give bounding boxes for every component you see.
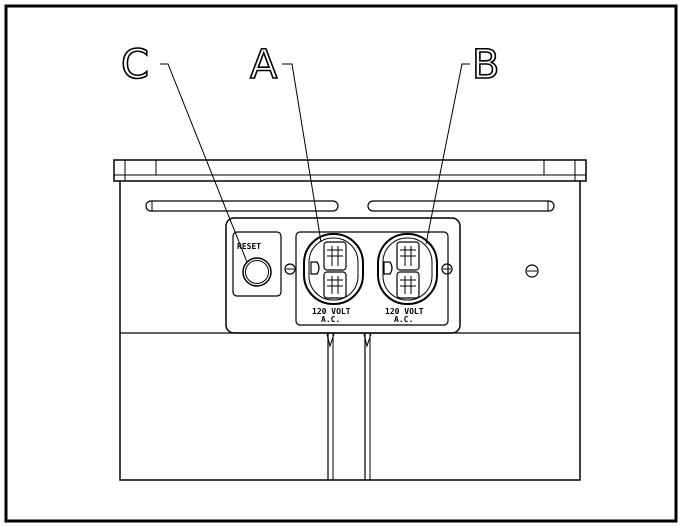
reset-button bbox=[242, 257, 272, 287]
leader-line-c bbox=[160, 63, 248, 263]
callout-b: B bbox=[472, 42, 501, 88]
leader-line-b bbox=[425, 63, 470, 245]
enclosure bbox=[113, 159, 587, 481]
plate-screw-left bbox=[284, 263, 296, 275]
callout-a: A bbox=[250, 42, 279, 88]
leader-line-a bbox=[282, 63, 322, 243]
enclosure-body bbox=[119, 181, 581, 481]
faceplate bbox=[225, 217, 461, 334]
outlet-a-voltage: 120 VOLT bbox=[312, 307, 351, 316]
enclosure-lid bbox=[113, 159, 587, 182]
callout-c: C bbox=[121, 42, 151, 88]
outlet-b bbox=[377, 233, 438, 305]
page-border bbox=[4, 4, 678, 523]
leader-lines bbox=[160, 63, 470, 263]
duplex-plate bbox=[295, 231, 449, 326]
plate-screw-right bbox=[441, 263, 453, 275]
side-screw bbox=[525, 264, 539, 278]
outlet-a bbox=[303, 233, 364, 305]
outlet-a-current: A.C. bbox=[321, 315, 340, 324]
vent-slot-left bbox=[145, 200, 339, 212]
vent-slot-right bbox=[367, 200, 555, 212]
reset-housing bbox=[232, 231, 282, 297]
outlet-b-current: A.C. bbox=[394, 315, 413, 324]
reset-label: RESET bbox=[237, 242, 261, 251]
outlet-b-voltage: 120 VOLT bbox=[385, 307, 424, 316]
